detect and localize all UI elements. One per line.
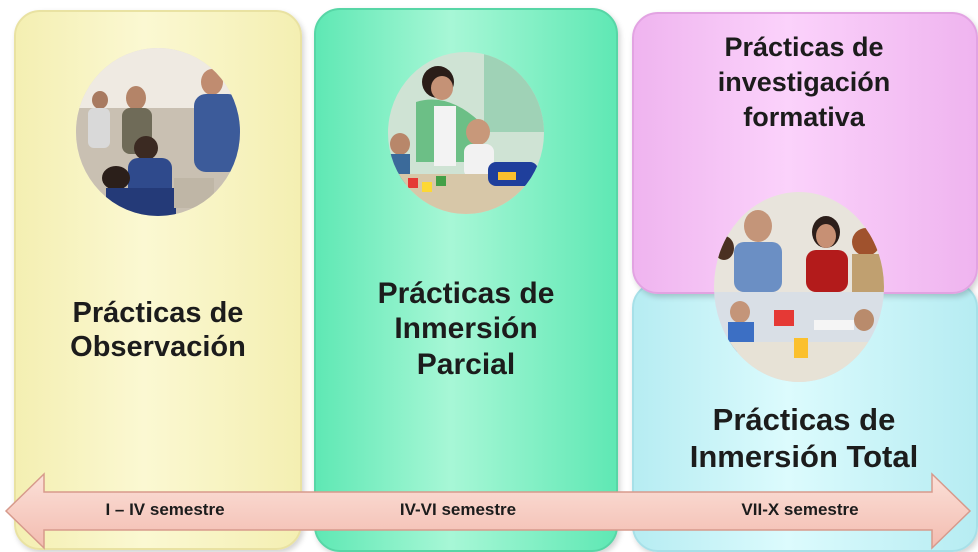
semester-label-2: IV-VI semestre	[399, 500, 517, 519]
semester-timeline-arrow	[4, 472, 972, 550]
partial-immersion-title-line2: Inmersión	[394, 312, 538, 346]
formative-research-title-line3: formativa	[743, 102, 865, 133]
classroom-observation-photo	[76, 48, 240, 216]
formative-research-title: Prácticas de investigación formativa	[632, 30, 976, 135]
children-playing-photo	[388, 52, 544, 214]
partial-immersion-title: Prácticas de Inmersión Parcial	[314, 276, 618, 382]
partial-immersion-title-line3: Parcial	[416, 347, 516, 381]
formative-research-title-line2: investigación	[717, 67, 891, 98]
partial-immersion-title-line1: Prácticas de	[377, 277, 555, 310]
semester-label-1: I – IV semestre	[105, 500, 225, 519]
total-immersion-title: Prácticas de Inmersión Total	[632, 402, 976, 475]
observation-title-line1: Prácticas de	[72, 297, 244, 329]
research-meeting-photo	[714, 192, 884, 382]
formative-research-title-line1: Prácticas de	[724, 32, 884, 62]
observation-title-line2: Observación	[70, 331, 246, 364]
observation-title: Prácticas de Observación	[14, 296, 302, 364]
total-immersion-title-line2: Inmersión Total	[689, 438, 919, 474]
total-immersion-title-line1: Prácticas de	[712, 402, 896, 437]
semester-label-3: VII-X semestre	[741, 500, 859, 519]
